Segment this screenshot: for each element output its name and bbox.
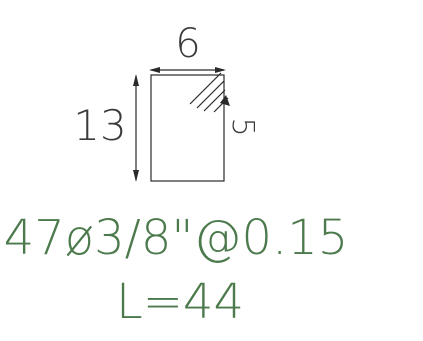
height-dimension-label: 13 (73, 101, 126, 150)
height-dimension-line (133, 74, 139, 182)
hook-length-label: 5 (225, 117, 260, 136)
stirrup-hook (189, 72, 230, 113)
rebar-length-label: L=44 (116, 274, 244, 330)
width-dimension-line (149, 67, 226, 73)
rebar-spec-label: 47ø3/8"@0.15 (4, 210, 349, 266)
width-dimension-label: 6 (175, 21, 200, 67)
stirrup-outline (150, 74, 225, 182)
